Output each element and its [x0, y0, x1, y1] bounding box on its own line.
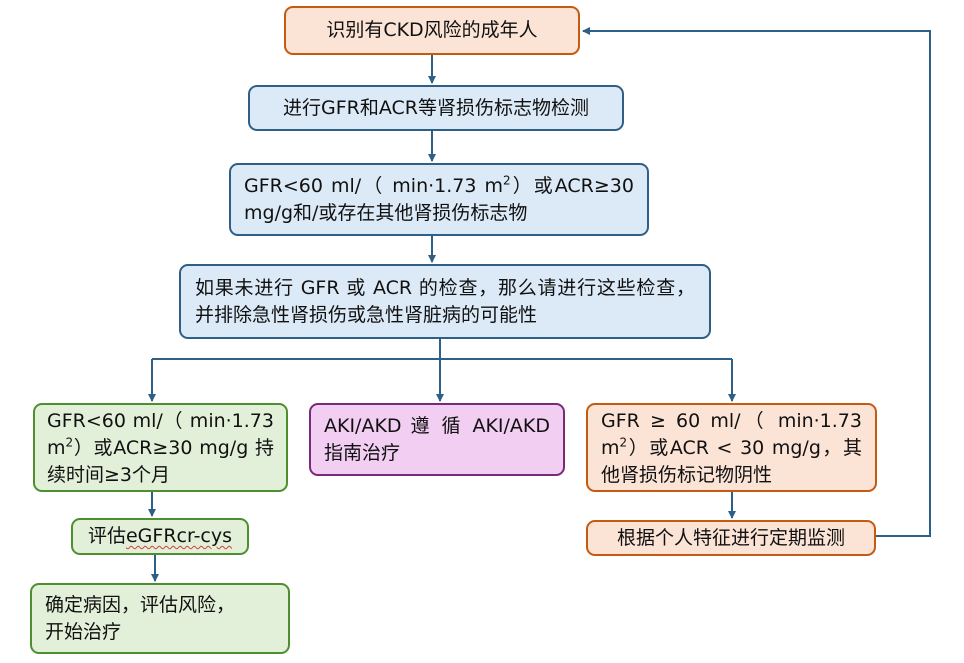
- feedback-loop-line: [582, 27, 931, 537]
- node-exclude-acute-text: 如果未进行 GFR 或 ACR 的检查，那么请进行这些检查，并排除急性肾损伤或急…: [195, 277, 695, 326]
- node-negative-markers-text: GFR ≥ 60 ml/（ min·1.73 m2）或ACR < 30 mg/g…: [601, 410, 862, 486]
- node-periodic-monitoring-text: 根据个人特征进行定期监测: [616, 526, 845, 549]
- node-screening: 进行GFR和ACR等肾损伤标志物检测: [248, 85, 624, 131]
- node-aki-akd: AKI/AKD 遵 循 AKI/AKD 指南治疗: [309, 403, 565, 476]
- node-screening-text: 进行GFR和ACR等肾损伤标志物检测: [283, 96, 589, 119]
- node-aki-akd-text: AKI/AKD 遵 循 AKI/AKD 指南治疗: [324, 415, 550, 464]
- node-persistent-ckd-text: GFR<60 ml/（ min·1.73 m2）或ACR≥30 mg/g 持续时…: [47, 410, 274, 486]
- node-periodic-monitoring: 根据个人特征进行定期监测: [586, 520, 876, 556]
- node-assess-egfr-text: 评估eGFRcr-cys: [87, 525, 233, 547]
- node-diagnose-line-1: 确定病因，评估风险，: [45, 594, 236, 616]
- node-identify-at-risk-adults: 识别有CKD风险的成年人: [284, 6, 580, 55]
- node-exclude-acute: 如果未进行 GFR 或 ACR 的检查，那么请进行这些检查，并排除急性肾损伤或急…: [179, 264, 711, 339]
- node-persistent-ckd: GFR<60 ml/（ min·1.73 m2）或ACR≥30 mg/g 持续时…: [33, 403, 288, 492]
- node-ckd-criteria-text: GFR<60 ml/（ min·1.73 m2）或ACR≥30 mg/g和/或存…: [244, 173, 634, 224]
- node-ckd-criteria: GFR<60 ml/（ min·1.73 m2）或ACR≥30 mg/g和/或存…: [229, 163, 649, 236]
- node-diagnose-treat: 确定病因，评估风险， 开始治疗: [30, 583, 290, 654]
- node-negative-markers: GFR ≥ 60 ml/（ min·1.73 m2）或ACR < 30 mg/g…: [586, 403, 877, 492]
- node-identify-text: 识别有CKD风险的成年人: [326, 19, 538, 41]
- node-diagnose-line-2: 开始治疗: [45, 621, 122, 643]
- node-assess-egfr: 评估eGFRcr-cys: [71, 518, 249, 555]
